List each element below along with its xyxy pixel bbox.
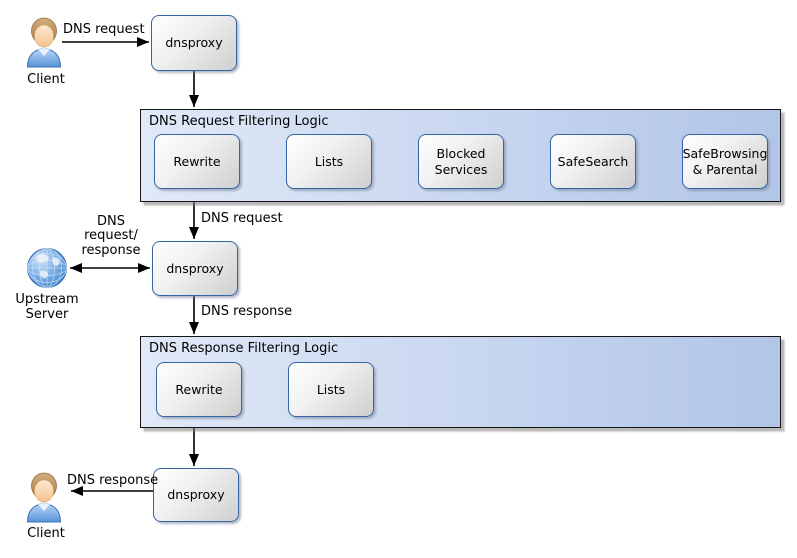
request-filtering-title: DNS Request Filtering Logic	[149, 114, 329, 129]
edge-label-dns-response-mid: DNS response	[201, 304, 293, 319]
edge-label-dns-request-top: DNS request	[63, 22, 145, 37]
filter-step-label: SafeBrowsing & Parental	[682, 145, 768, 177]
request-filtering-group: DNS Request Filtering Logic Rewrite List…	[140, 109, 781, 202]
filter-step-safesearch: SafeSearch	[550, 134, 636, 189]
dnsproxy-top-label: dnsproxy	[165, 35, 223, 51]
upstream-server-label: Upstream Server	[15, 292, 79, 322]
dnsproxy-bottom-label: dnsproxy	[167, 487, 225, 503]
client-top-label: Client	[27, 72, 65, 87]
filter-step-label: Rewrite	[173, 153, 221, 169]
edge-label-dns-request-response: DNS request/ response	[81, 214, 141, 258]
filter-step-label: Lists	[316, 381, 346, 397]
client-icon	[26, 472, 62, 523]
filter-step-lists: Lists	[286, 134, 372, 189]
filter-step-label: Blocked Services	[434, 145, 488, 177]
edge-label-dns-response-bottom: DNS response	[67, 473, 159, 488]
dnsproxy-node-middle: dnsproxy	[152, 241, 238, 296]
dnsproxy-node-top: dnsproxy	[151, 15, 237, 71]
client-bottom-label: Client	[27, 526, 65, 541]
response-filtering-group: DNS Response Filtering Logic Rewrite Lis…	[140, 336, 781, 428]
edge-label-dns-request-mid: DNS request	[201, 211, 283, 226]
filter-step-label: Rewrite	[175, 381, 223, 397]
dnsproxy-mid-label: dnsproxy	[166, 260, 224, 276]
client-icon	[26, 17, 62, 68]
filter-step-label: SafeSearch	[557, 153, 629, 169]
filter-step-rewrite-response: Rewrite	[156, 362, 242, 417]
filter-step-blocked-services: Blocked Services	[418, 134, 504, 189]
filter-step-lists-response: Lists	[288, 362, 374, 417]
globe-icon	[27, 248, 67, 288]
filter-step-rewrite: Rewrite	[154, 134, 240, 189]
filter-step-safebrowsing-parental: SafeBrowsing & Parental	[682, 134, 768, 189]
dnsproxy-node-bottom: dnsproxy	[153, 468, 239, 522]
response-filtering-title: DNS Response Filtering Logic	[149, 341, 339, 356]
filter-step-label: Lists	[314, 153, 344, 169]
